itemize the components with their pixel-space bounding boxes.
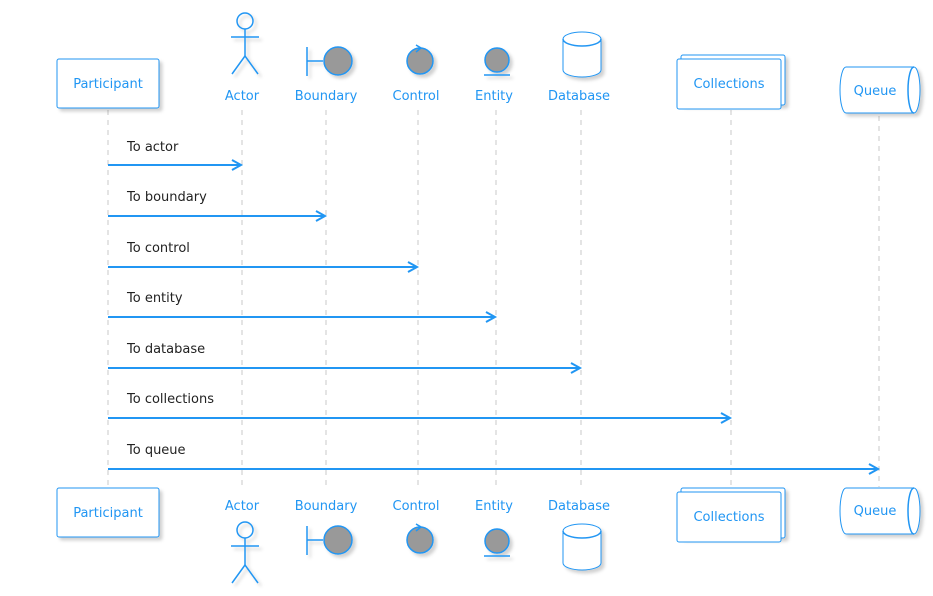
boundary-top[interactable]: Boundary: [295, 46, 358, 104]
message-to-boundary[interactable]: To boundary: [108, 190, 328, 222]
actor-icon: [231, 521, 259, 584]
message-to-actor[interactable]: To actor: [108, 140, 244, 171]
control-icon: [406, 523, 434, 554]
queue-box-bottom[interactable]: Queue: [839, 487, 921, 535]
message-to-entity[interactable]: To entity: [108, 291, 498, 323]
queue-label: Queue: [854, 504, 897, 519]
actor-label: Actor: [225, 89, 260, 104]
entity-label: Entity: [475, 89, 513, 104]
boundary-bottom[interactable]: Boundary: [295, 499, 358, 555]
control-label: Control: [393, 89, 440, 104]
participant-label: Participant: [73, 506, 143, 521]
boundary-label: Boundary: [295, 89, 358, 104]
participant-box-top[interactable]: Participant: [56, 58, 160, 109]
control-label: Control: [393, 499, 440, 514]
collections-box-top[interactable]: Collections: [676, 54, 786, 110]
boundary-icon: [306, 525, 353, 555]
message-label: To control: [126, 241, 190, 256]
message-label: To boundary: [126, 190, 207, 205]
database-bottom[interactable]: Database: [548, 499, 610, 571]
queue-box-top[interactable]: Queue: [839, 66, 921, 114]
message-to-queue[interactable]: To queue: [108, 443, 881, 475]
message-label: To entity: [126, 291, 183, 306]
entity-icon: [484, 528, 510, 557]
control-icon: [406, 44, 434, 75]
database-top[interactable]: Database: [548, 31, 610, 104]
control-bottom[interactable]: Control: [393, 499, 440, 554]
database-label: Database: [548, 89, 610, 104]
message-to-control[interactable]: To control: [108, 241, 420, 273]
actor-top[interactable]: Actor: [225, 12, 260, 104]
entity-icon: [484, 47, 510, 76]
collections-label: Collections: [693, 77, 764, 92]
entity-top[interactable]: Entity: [475, 47, 513, 104]
boundary-label: Boundary: [295, 499, 358, 514]
actor-icon: [231, 12, 259, 75]
database-label: Database: [548, 499, 610, 514]
message-label: To actor: [126, 140, 179, 155]
message-label: To database: [126, 342, 205, 357]
boundary-icon: [306, 46, 353, 76]
actor-label: Actor: [225, 499, 260, 514]
participant-box-bottom[interactable]: Participant: [56, 487, 160, 538]
participant-label: Participant: [73, 77, 143, 92]
collections-box-bottom[interactable]: Collections: [676, 487, 786, 543]
message-to-collections[interactable]: To collections: [108, 392, 733, 424]
database-icon: [562, 523, 602, 571]
message-label: To collections: [126, 392, 214, 407]
entity-label: Entity: [475, 499, 513, 514]
queue-label: Queue: [854, 84, 897, 99]
message-label: To queue: [126, 443, 186, 458]
database-icon: [562, 31, 602, 78]
control-top[interactable]: Control: [393, 44, 440, 104]
actor-bottom[interactable]: Actor: [225, 499, 260, 584]
collections-label: Collections: [693, 510, 764, 525]
entity-bottom[interactable]: Entity: [475, 499, 513, 557]
message-to-database[interactable]: To database: [108, 342, 583, 374]
